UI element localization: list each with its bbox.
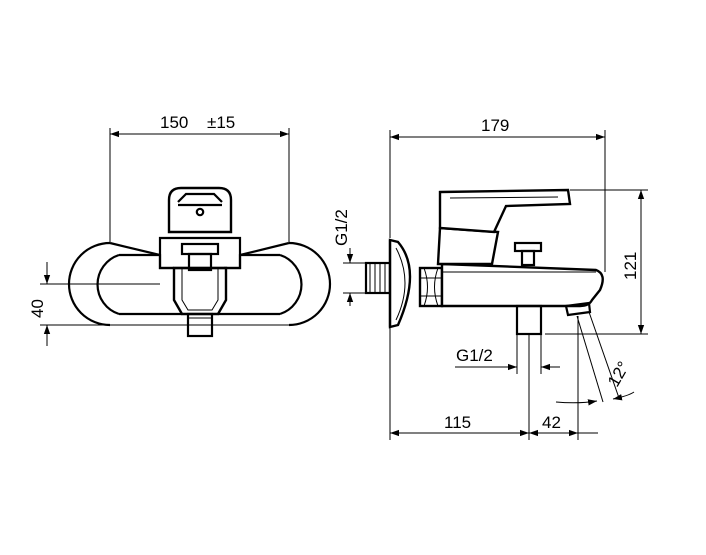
dim-outlet-thread: G1/2 [455, 334, 560, 374]
dim-depth-179: 179 [389, 116, 606, 272]
mixer-body [440, 262, 604, 308]
dim-inlet-thread-label: G1/2 [332, 209, 351, 246]
dim-angle: 12° [555, 311, 635, 406]
spout-aerator [564, 301, 592, 317]
right-escutcheon [279, 241, 332, 327]
dim-spout-offset-label: 115 [444, 413, 471, 432]
dim-spout-offsets: 115 42 [389, 316, 598, 440]
dim-inlet-thread: G1/2 [332, 209, 366, 306]
front-view: 150 ±15 40 [28, 113, 332, 346]
dim-height-121-label: 121 [621, 252, 640, 280]
dim-width-label: 150 [160, 113, 188, 132]
outlet-thread [515, 304, 543, 336]
dim-tolerance-label: ±15 [207, 113, 235, 132]
dim-spout-to-end-label: 42 [542, 413, 561, 432]
inlet-thread [364, 261, 392, 295]
central-housing [158, 236, 242, 316]
dim-angle-label: 12° [604, 358, 633, 390]
dim-outlet-thread-label: G1/2 [456, 346, 493, 365]
side-view: 179 121 G1/2 G1/2 [332, 116, 648, 440]
dim-width-150: 150 ±15 [109, 113, 290, 242]
dim-height-label: 40 [28, 299, 47, 318]
side-lever [438, 188, 572, 234]
lever-handle [167, 186, 233, 234]
diverter-knob [513, 241, 543, 267]
outlet-pipe [186, 312, 214, 338]
dim-height-121: 121 [545, 189, 648, 335]
dim-height-40: 40 [28, 262, 160, 346]
hex-nut [418, 266, 444, 308]
dim-depth-label: 179 [481, 116, 509, 135]
cartridge-column [436, 226, 500, 266]
wall-rosette [388, 238, 412, 329]
